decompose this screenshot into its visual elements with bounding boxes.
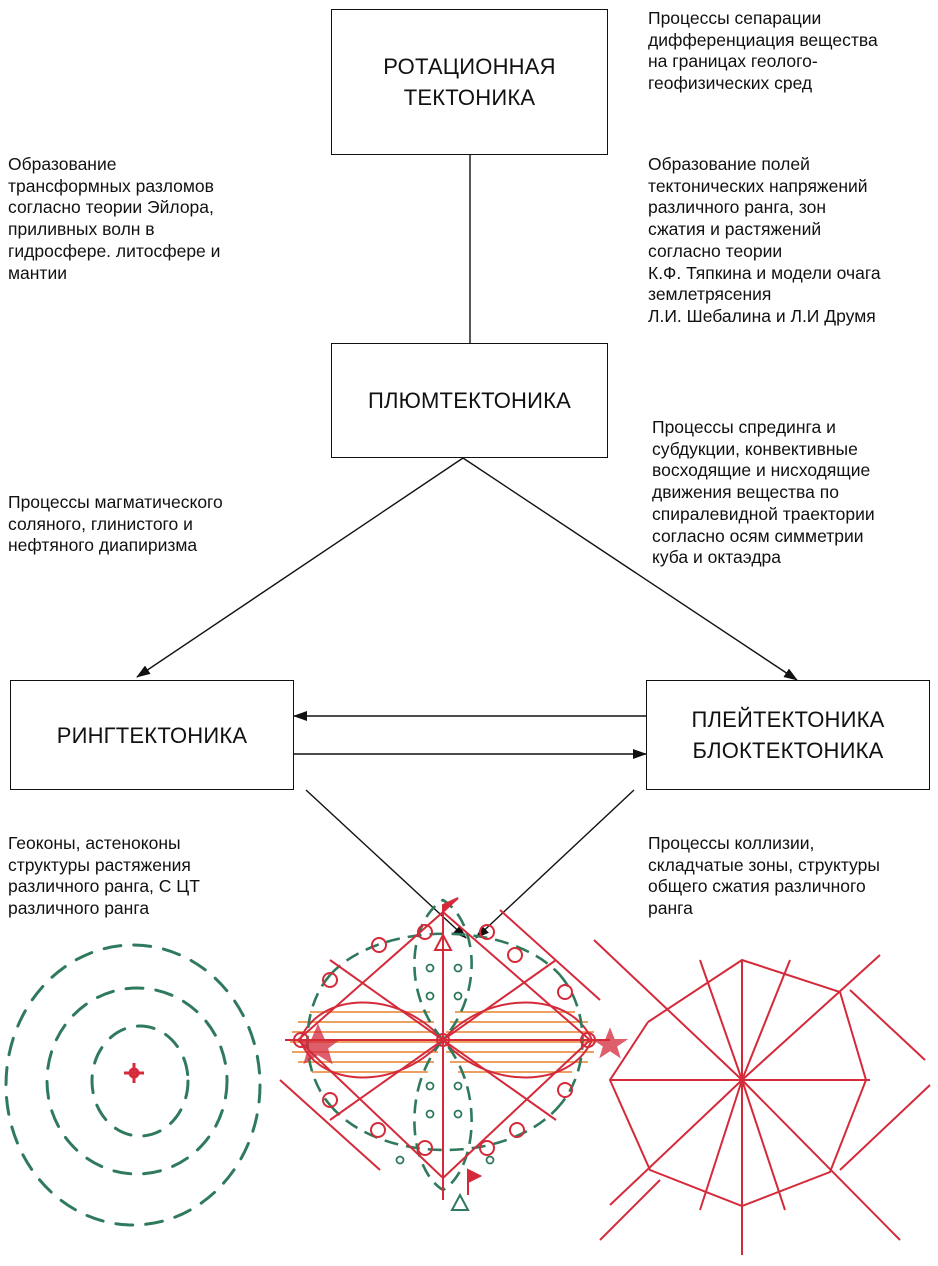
note-line: К.Ф. Тяпкина и модели очага [648,262,881,283]
arrow-ring-to-sketch [305,789,467,939]
symmetry-sketch [279,897,629,1211]
note-spreading: Процессы спрединга и субдукции, конвекти… [652,417,875,569]
note-line: трансформных разломов [8,175,214,196]
arrow-plume-to-ring [136,457,464,678]
geocone-center-icon [124,1063,144,1083]
note-line: согласно осям симметрии [652,525,864,546]
note-line: складчатые зоны, структуры [648,854,880,875]
note-line: геофизических сред [648,73,813,94]
note-line: дифференциация вещества [648,29,878,50]
note-geocones: Геоконы, астеноконы структуры растяжения… [8,833,200,920]
rotational-tectonics-label-2: ТЕКТОНИКА [403,85,536,110]
arrow-plate-to-sketch [475,789,635,939]
plate-tectonics-label-1: ПЛЕЙТЕКТОНИКА [691,707,885,732]
note-line: различного ранга, С ЦТ [8,876,200,897]
note-line: восходящие и нисходящие [652,460,871,481]
rotational-tectonics-label-1: РОТАЦИОННАЯ [383,54,556,79]
note-line: структуры растяжения [8,854,191,875]
note-line: согласно теории [648,240,783,261]
note-line: различного ранга [8,898,150,919]
ring-tectonics-box: РИНГТЕКТОНИКА [10,680,294,790]
plate-tectonics-label-2: БЛОКТЕКТОНИКА [692,738,884,763]
note-line: мантии [8,262,67,283]
ring-tectonics-label: РИНГТЕКТОНИКА [56,722,248,748]
note-separation: Процессы сепарации дифференциация вещест… [648,8,878,95]
note-line: общего сжатия различного [648,876,866,897]
note-line: Процессы спрединга и [652,417,836,437]
note-line: Процессы коллизии, [648,833,815,853]
note-line: движения вещества по [652,482,839,503]
fault-network-sketch [593,939,931,1255]
note-collision: Процессы коллизии, складчатые зоны, стру… [648,833,880,920]
note-line: различного ранга, зон [648,197,826,218]
note-line: землетрясения [648,284,772,305]
plume-tectonics-label: ПЛЮМТЕКТОНИКА [367,388,572,413]
note-line: сжатия и растяжений [648,219,822,240]
note-line: на границах геолого- [648,51,818,72]
note-line: тектонических напряжений [648,175,868,196]
note-line: соляного, глинистого и [8,513,193,534]
note-line: Образование [8,154,117,174]
note-line: приливных волн в [8,219,155,240]
note-diapirism: Процессы магматического соляного, глинис… [8,492,223,557]
note-line: спиралевидной траектории [652,503,875,524]
note-line: гидросфере. литосфере и [8,240,221,261]
note-line: согласно теории Эйлора, [8,197,214,218]
note-line: Образование полей [648,154,810,174]
note-line: Процессы сепарации [648,8,822,28]
note-line: Л.И. Шебалина и Л.И Друмя [648,305,876,326]
note-line: Процессы магматического [8,492,223,512]
note-stress-fields: Образование полей тектонических напряжен… [648,154,881,328]
note-line: Геоконы, астеноконы [8,833,181,853]
plate-tectonics-box: ПЛЕЙТЕКТОНИКА БЛОКТЕКТОНИКА [646,680,930,790]
arrow-plume-to-plate [462,457,798,681]
note-line: ранга [648,898,693,919]
rotational-tectonics-box: РОТАЦИОННАЯ ТЕКТОНИКА [331,9,608,155]
note-transform-faults: Образование трансформных разломов соглас… [8,154,220,284]
note-line: нефтяного диапиризма [8,535,198,556]
note-line: куба и октаэдра [652,547,782,568]
plume-tectonics-box: ПЛЮМТЕКТОНИКА [331,343,608,458]
note-line: субдукции, конвективные [652,438,858,459]
geocone-sketch [4,943,262,1227]
